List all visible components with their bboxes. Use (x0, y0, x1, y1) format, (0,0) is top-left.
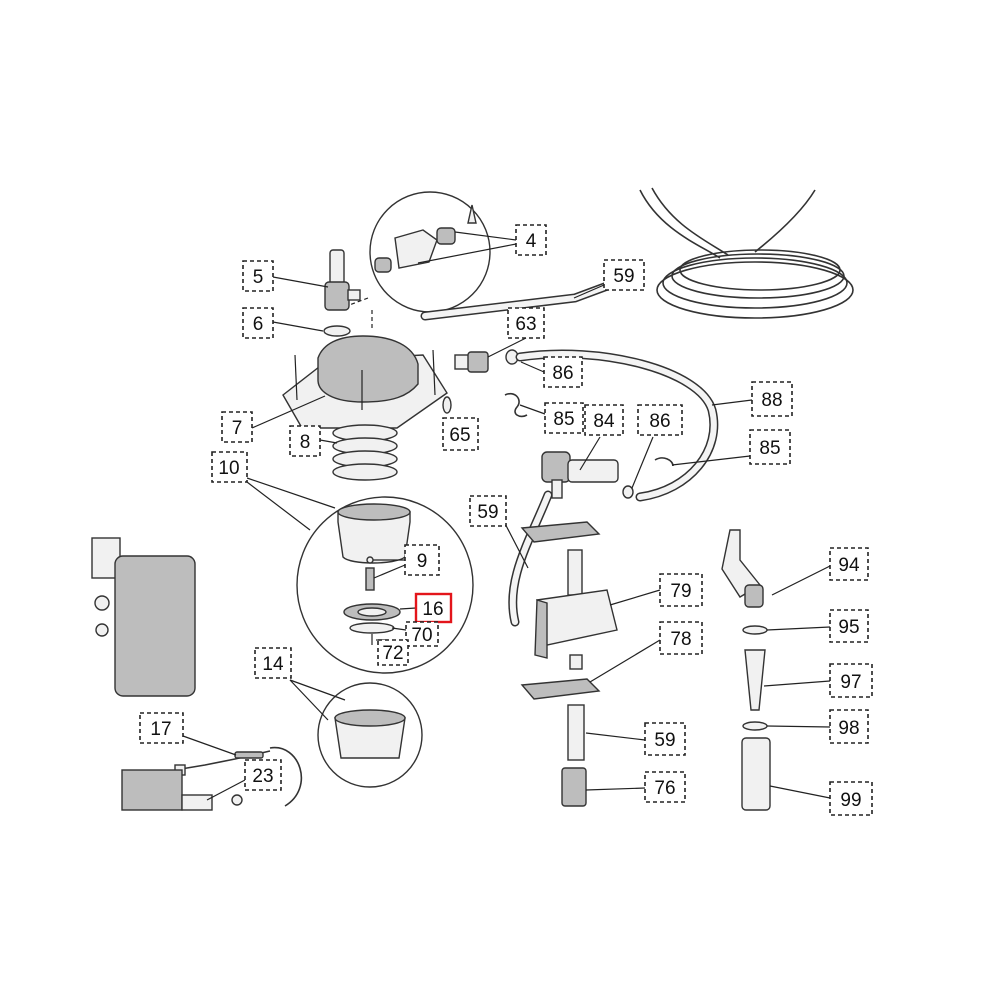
detail-circle-clips (343, 191, 491, 330)
leader-lines (182, 231, 831, 801)
callout-label: 16 (422, 599, 443, 620)
callout-label: 9 (417, 551, 428, 572)
callout-label: 86 (649, 411, 670, 432)
callout-86-mid[interactable]: 86 (637, 404, 683, 436)
callout-16[interactable]: 16 (414, 592, 453, 624)
callout-95[interactable]: 95 (829, 609, 869, 643)
callout-97[interactable]: 97 (829, 663, 873, 698)
power-cable-coil (639, 187, 854, 319)
callout-label: 17 (150, 719, 171, 740)
o-ring-65 (442, 396, 452, 414)
callout-7[interactable]: 7 (221, 411, 253, 443)
callout-86-top[interactable]: 86 (543, 356, 583, 388)
callout-85-left[interactable]: 85 (544, 402, 584, 434)
callout-59-top[interactable]: 59 (603, 259, 645, 291)
callout-78[interactable]: 78 (659, 621, 703, 655)
callout-5[interactable]: 5 (242, 260, 274, 292)
callout-70[interactable]: 70 (405, 621, 439, 647)
callout-label: 63 (515, 314, 536, 335)
callout-8[interactable]: 8 (289, 425, 321, 457)
o-ring-6 (323, 325, 351, 337)
heating-coil-8 (332, 424, 398, 481)
callout-label: 95 (838, 617, 859, 638)
callout-label: 7 (232, 418, 243, 439)
callout-label: 99 (840, 790, 861, 811)
callout-label: 85 (759, 438, 780, 459)
callout-label: 98 (838, 718, 859, 739)
callout-17[interactable]: 17 (139, 712, 184, 744)
callout-84[interactable]: 84 (584, 404, 624, 436)
fitting-5 (324, 249, 361, 311)
callout-label: 70 (411, 625, 432, 646)
callout-94[interactable]: 94 (829, 547, 869, 581)
callout-65[interactable]: 65 (442, 417, 479, 451)
callout-59-bottom[interactable]: 59 (644, 722, 686, 756)
callout-label: 85 (553, 409, 574, 430)
boiler-housing-7 (282, 335, 448, 429)
steam-wand (721, 529, 771, 811)
callout-88[interactable]: 88 (751, 381, 793, 417)
callout-14[interactable]: 14 (254, 647, 292, 679)
detail-circle-filter (317, 682, 423, 788)
callout-79[interactable]: 79 (659, 573, 703, 607)
part-drawings (91, 187, 854, 811)
callout-10[interactable]: 10 (211, 451, 248, 483)
bottom-left-parts (121, 769, 243, 811)
pump-79 (520, 521, 618, 700)
part-labels: 4 5 6 7 8 9 10 14 (139, 224, 873, 816)
callout-label: 14 (262, 654, 284, 675)
callout-6[interactable]: 6 (242, 307, 274, 339)
callout-label: 72 (382, 643, 403, 664)
callout-label: 86 (552, 363, 573, 384)
callout-85-right[interactable]: 85 (749, 429, 791, 465)
callout-label: 6 (253, 314, 264, 335)
callout-label: 59 (477, 502, 498, 523)
callout-label: 88 (761, 390, 782, 411)
callout-99[interactable]: 99 (829, 781, 873, 816)
spring-clip-85-top (504, 392, 528, 418)
callout-label: 23 (252, 766, 273, 787)
callout-9[interactable]: 9 (404, 544, 440, 576)
callout-59-mid[interactable]: 59 (469, 495, 507, 527)
connector-63 (454, 351, 489, 373)
detail-circle-valve (296, 496, 474, 674)
callout-72[interactable]: 72 (377, 639, 409, 666)
callout-23[interactable]: 23 (244, 759, 282, 791)
callout-label: 8 (300, 432, 311, 453)
callout-label: 59 (654, 730, 675, 751)
tube-88 (515, 349, 719, 502)
callout-label: 94 (838, 555, 860, 576)
callout-label: 5 (253, 267, 264, 288)
callout-4[interactable]: 4 (515, 224, 547, 256)
callout-98[interactable]: 98 (829, 709, 869, 744)
callout-label: 84 (593, 411, 615, 432)
callout-label: 59 (613, 266, 634, 287)
callout-label: 79 (670, 581, 691, 602)
silicone-tube-59-bottom (561, 704, 587, 807)
callout-label: 65 (449, 425, 470, 446)
callout-label: 97 (840, 672, 861, 693)
callout-label: 76 (654, 778, 675, 799)
silicone-tube-59-mid (508, 490, 553, 627)
control-board (91, 537, 196, 697)
callout-76[interactable]: 76 (644, 771, 686, 803)
callout-label: 78 (670, 629, 691, 650)
callout-63[interactable]: 63 (507, 307, 545, 339)
callout-label: 10 (218, 458, 239, 479)
callout-label: 4 (526, 231, 537, 252)
